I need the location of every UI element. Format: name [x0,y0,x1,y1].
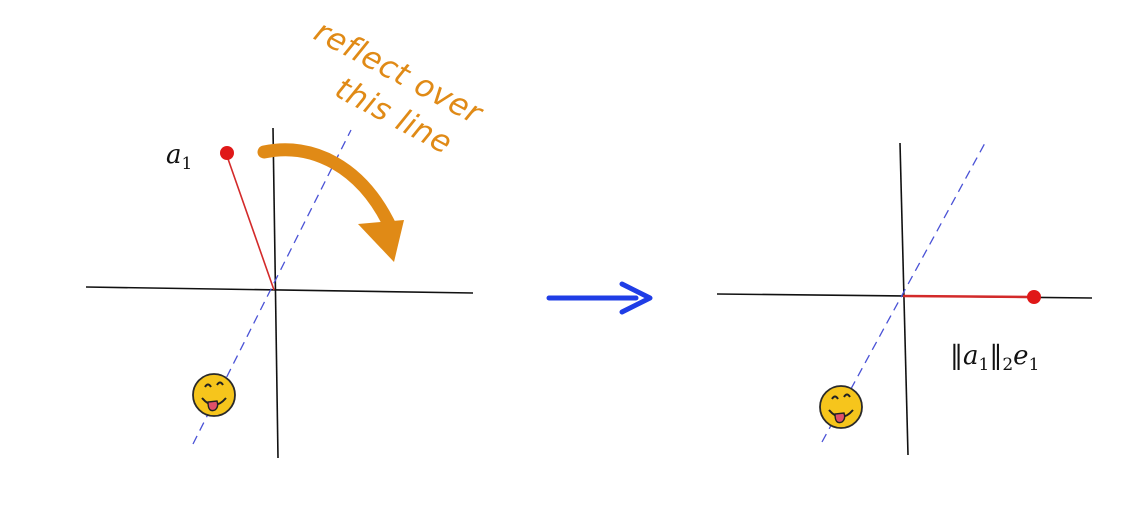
left-x-axis [85,286,474,294]
left-y-axis [272,127,279,459]
right-y-axis [899,142,909,456]
result-label-norm-a1-e1: ‖a1‖2e1 [950,341,1039,375]
right-reflected-point [1027,290,1041,304]
left-reflection-line [192,129,352,445]
arrow-right-icon [546,281,653,315]
smiley-tongue-icon [192,373,236,417]
annotation-text: reflect over this line [308,13,489,161]
left-vector-a1 [226,155,275,291]
right-reflection-line [821,142,986,443]
curved-arrow-icon [257,143,404,262]
left-panel: a1 reflect over this line [85,13,490,459]
left-vector-tip-point [220,146,234,160]
right-reflected-vector [902,294,1035,299]
smiley-tongue-icon [819,385,863,429]
right-panel: ‖a1‖2e1 [716,142,1093,456]
vector-label-a1: a1 [166,140,192,174]
